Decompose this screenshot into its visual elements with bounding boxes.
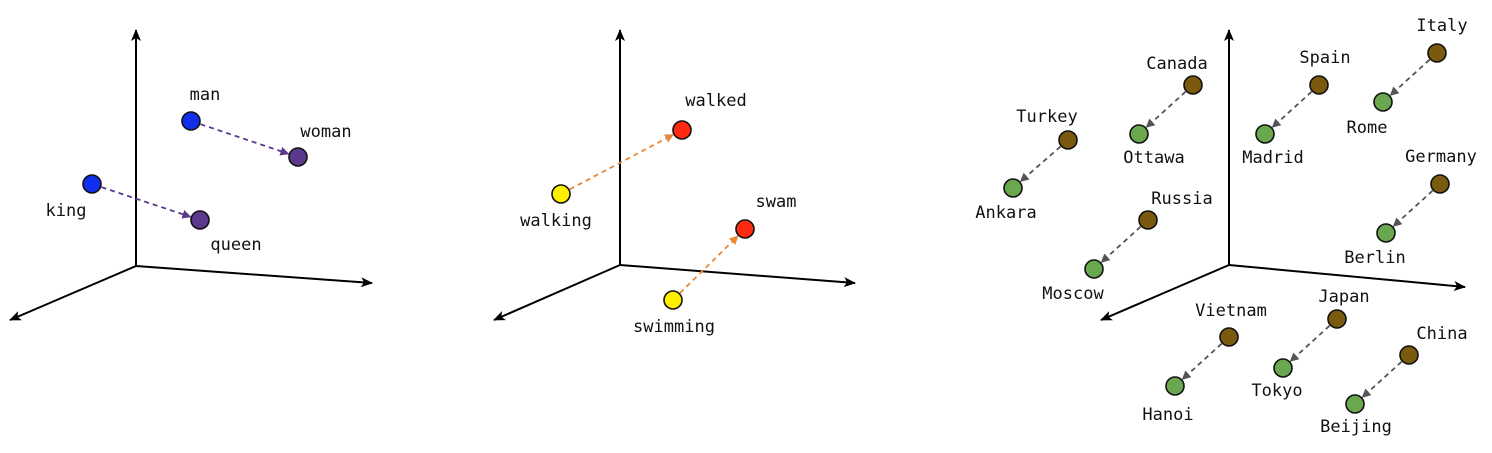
word-point (1183, 75, 1203, 95)
word-point (551, 184, 571, 204)
pair-walking-walked: walking walked (520, 91, 747, 231)
word-label: queen (210, 235, 261, 255)
z-axis (493, 264, 621, 321)
x-axis (135, 265, 373, 288)
word-point (82, 174, 102, 194)
link-arrow (1145, 91, 1187, 128)
link-arrow (679, 235, 739, 294)
link-arrow (1100, 226, 1142, 263)
word-point (735, 219, 755, 239)
word-point (1255, 124, 1275, 144)
word-label: man (190, 85, 221, 105)
pair-italy-rome: Italy Rome (1347, 16, 1468, 138)
pair-man-woman: man woman (181, 85, 352, 167)
word-label: Hanoi (1142, 405, 1193, 425)
panel-gender: man woman king queen (9, 29, 373, 321)
word-point (1165, 376, 1185, 396)
word-point (1138, 210, 1158, 230)
word-point (1430, 174, 1450, 194)
pair-swimming-swam: swimming swam (633, 192, 796, 337)
word-label: walked (685, 91, 746, 111)
x-axis (1228, 264, 1466, 291)
word-point (1273, 358, 1293, 378)
link-arrow (1392, 190, 1434, 227)
word-point (1084, 259, 1104, 279)
z-axis (1100, 264, 1230, 321)
pair-germany-berlin: Germany Berlin (1344, 147, 1477, 268)
word-point (1427, 43, 1447, 63)
link-arrow (1271, 91, 1313, 128)
pair-canada-ottawa: Canada Ottawa (1123, 54, 1207, 168)
word-label: Canada (1146, 54, 1207, 74)
z-axis (9, 265, 137, 321)
word-point (1376, 223, 1396, 243)
word-point (1345, 394, 1365, 414)
word-point (1327, 309, 1347, 329)
word-label: Moscow (1042, 284, 1104, 304)
word-point (288, 147, 308, 167)
link-arrow (101, 186, 192, 219)
word-point (1058, 130, 1078, 150)
word-label: Russia (1151, 189, 1212, 209)
word-label: Tokyo (1251, 381, 1302, 401)
word-label: swam (756, 192, 797, 212)
word-point (181, 111, 201, 131)
word-label: Beijing (1320, 417, 1392, 437)
word-label: woman (300, 122, 351, 142)
word-label: Turkey (1016, 107, 1077, 127)
word-label: Madrid (1242, 148, 1303, 168)
panel-verb-tense: walking walked swimming swam (493, 29, 856, 337)
word-label: Spain (1299, 48, 1350, 68)
link-arrow (1289, 325, 1331, 362)
word-point (1399, 345, 1419, 365)
word-label: Rome (1347, 118, 1388, 138)
word-label: swimming (633, 317, 715, 337)
word-point (1129, 124, 1149, 144)
word-point (1309, 75, 1329, 95)
pair-king-queen: king queen (46, 174, 262, 255)
word-label: China (1416, 324, 1467, 344)
link-arrow (1389, 59, 1431, 96)
word-point (190, 210, 210, 230)
word-label: Germany (1405, 147, 1477, 167)
pair-russia-moscow: Russia Moscow (1042, 189, 1212, 304)
word-label: Japan (1318, 287, 1369, 307)
link-arrow (569, 133, 674, 191)
word-label: walking (520, 211, 592, 231)
pair-japan-tokyo: Japan Tokyo (1251, 287, 1369, 401)
link-arrow (1019, 145, 1062, 183)
pair-china-beijing: China Beijing (1320, 324, 1467, 437)
link-arrow (1181, 343, 1223, 380)
word-point (1219, 327, 1239, 347)
pair-vietnam-hanoi: Vietnam Hanoi (1142, 301, 1266, 425)
word-label: Berlin (1344, 248, 1405, 268)
word-label: Ankara (975, 203, 1036, 223)
pair-turkey-ankara: Turkey Ankara (975, 107, 1078, 223)
word-label: Vietnam (1195, 301, 1267, 321)
word-point (672, 120, 692, 140)
panel-country-capital: Turkey Ankara Canada Ottawa Spain Madrid… (975, 16, 1477, 437)
word-point (1373, 92, 1393, 112)
word-label: Italy (1416, 16, 1467, 36)
x-axis (619, 264, 856, 288)
link-arrow (1361, 361, 1403, 398)
word-point (1003, 178, 1023, 198)
pair-spain-madrid: Spain Madrid (1242, 48, 1350, 168)
link-arrow (200, 123, 290, 156)
word-label: king (46, 201, 87, 221)
word-point (663, 290, 683, 310)
word-label: Ottawa (1123, 148, 1184, 168)
